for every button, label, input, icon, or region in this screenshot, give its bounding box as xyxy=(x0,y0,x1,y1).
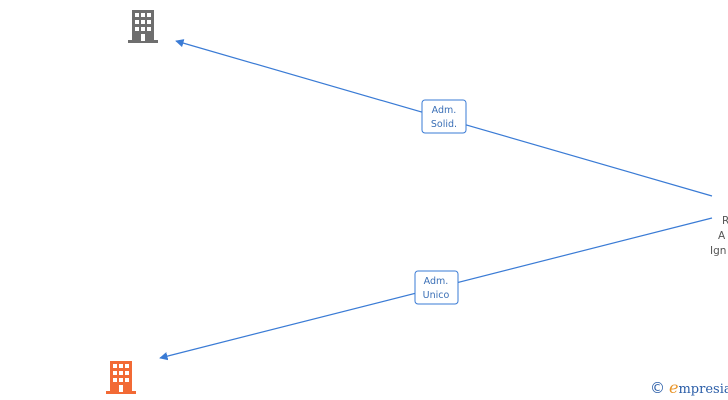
building-icon[interactable] xyxy=(106,361,136,394)
edge-label-line1: Adm. xyxy=(432,105,457,116)
edge-label-adm-unico[interactable]: Adm. Unico xyxy=(414,270,459,305)
person-line-2: A xyxy=(718,230,726,242)
copyright-symbol: © xyxy=(650,379,665,397)
person-line-1: R xyxy=(722,215,728,227)
brand-name: mpresia xyxy=(678,382,728,397)
edge-label-line1: Adm. xyxy=(424,276,449,287)
edge-label-line2: Unico xyxy=(423,290,450,301)
edge-label-line2: Solid. xyxy=(431,119,457,130)
empresia-watermark: ©empresia xyxy=(650,378,728,398)
building-icon[interactable] xyxy=(128,10,158,43)
person-node-label[interactable]: R A Ign xyxy=(706,214,728,259)
person-line-3: Ign xyxy=(710,245,727,257)
brand-initial: e xyxy=(669,378,679,397)
edge-label-adm-solid[interactable]: Adm. Solid. xyxy=(421,99,467,134)
